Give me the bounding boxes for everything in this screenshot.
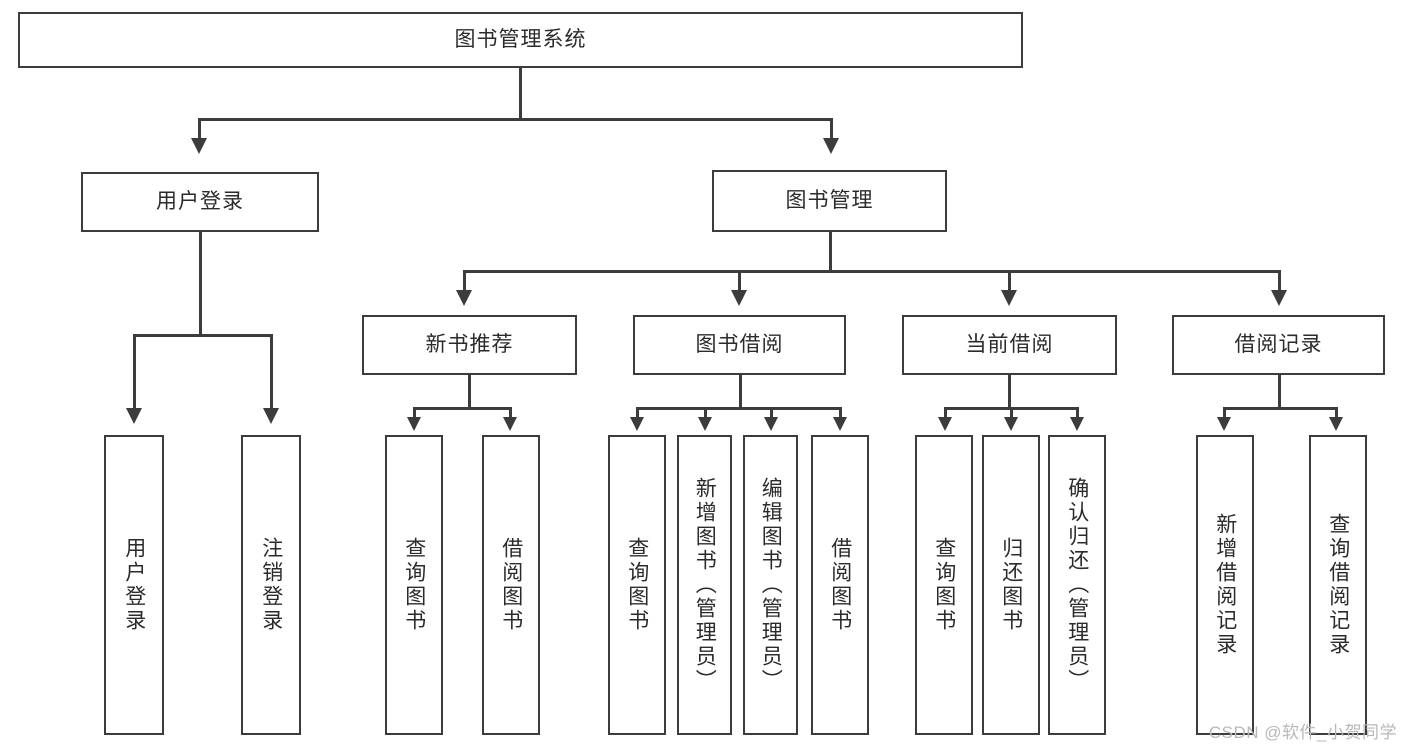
node-label: 查询图书	[402, 537, 426, 633]
leaf-nb-query-book[interactable]: 查询图书	[385, 435, 443, 735]
node-label: 新增借阅记录	[1213, 513, 1237, 657]
leaf-br-query-record[interactable]: 查询借阅记录	[1309, 435, 1367, 735]
node-label: 归还图书	[999, 537, 1023, 633]
leaf-nb-borrow-book[interactable]: 借阅图书	[482, 435, 540, 735]
node-label: 当前借阅	[965, 333, 1054, 357]
leaf-user-login[interactable]: 用户登录	[104, 435, 164, 735]
arrow-to-leaf-user-login	[126, 408, 142, 424]
node-root-book-management-system[interactable]: 图书管理系统	[18, 12, 1023, 68]
arrow-to-book-management	[823, 138, 839, 154]
node-label: 图书管理系统	[454, 28, 587, 52]
edge-bb-to-leaf-3	[770, 407, 773, 419]
arrow-to-book-borrow	[731, 290, 747, 306]
arrow-cb-query-book	[938, 417, 952, 431]
node-label: 用户登录	[122, 537, 146, 633]
leaf-cb-query-book[interactable]: 查询图书	[915, 435, 973, 735]
node-book-management[interactable]: 图书管理	[712, 170, 947, 232]
edge-current-borrow-stem	[1008, 375, 1011, 409]
node-label: 查询借阅记录	[1326, 513, 1350, 657]
node-label: 图书管理	[785, 189, 874, 213]
arrow-bb-borrow-book	[833, 417, 847, 431]
node-label: 用户登录	[156, 190, 244, 214]
node-label: 新书推荐	[425, 333, 514, 357]
edge-br-to-leaf-1	[1223, 407, 1226, 419]
leaf-bb-borrow-book[interactable]: 借阅图书	[811, 435, 869, 735]
edge-bb-to-leaf-1	[636, 407, 639, 419]
edge-new-book-stem	[468, 375, 471, 409]
edge-br-to-leaf-2	[1335, 407, 1338, 419]
node-label: 查询图书	[625, 537, 649, 633]
edge-cb-to-leaf-3	[1076, 407, 1079, 419]
leaf-bb-edit-book-admin[interactable]: 编辑图书（管理员）	[743, 435, 798, 735]
arrow-cb-confirm-return	[1070, 417, 1084, 431]
arrow-to-borrow-record	[1271, 290, 1287, 306]
edge-bm-to-borrow-record	[1278, 270, 1281, 292]
node-label: 图书借阅	[695, 333, 784, 357]
node-label: 借阅图书	[499, 537, 523, 633]
edge-nb-to-leaf-1	[413, 407, 416, 419]
node-borrow-record[interactable]: 借阅记录	[1172, 315, 1385, 375]
edge-user-login-to-leaf-2	[270, 334, 273, 410]
edge-root-bus	[198, 118, 832, 121]
node-book-borrow[interactable]: 图书借阅	[633, 315, 846, 375]
node-label: 查询图书	[932, 537, 956, 633]
arrow-br-add-record	[1217, 417, 1231, 431]
arrow-nb-query-book	[407, 417, 421, 431]
edge-cb-to-leaf-2	[1010, 407, 1013, 419]
edge-bb-to-leaf-2	[704, 407, 707, 419]
edge-root-to-book-management	[830, 118, 833, 140]
arrow-to-leaf-logout	[263, 408, 279, 424]
edge-bm-to-new-book	[463, 270, 466, 292]
edge-book-borrow-bus	[636, 407, 841, 410]
arrow-bb-edit-book	[764, 417, 778, 431]
edge-root-stem	[519, 68, 522, 120]
edge-user-login-bus	[133, 334, 272, 337]
edge-user-login-to-leaf-1	[133, 334, 136, 410]
arrow-nb-borrow-book	[503, 417, 517, 431]
arrow-bb-query-book	[630, 417, 644, 431]
edge-bb-to-leaf-4	[839, 407, 842, 419]
node-label: 注销登录	[259, 537, 283, 633]
edge-nb-to-leaf-2	[509, 407, 512, 419]
arrow-bb-add-book	[698, 417, 712, 431]
edge-bm-to-book-borrow	[738, 270, 741, 292]
edge-book-management-bus	[463, 270, 1281, 273]
leaf-bb-add-book-admin[interactable]: 新增图书（管理员）	[677, 435, 732, 735]
arrow-to-new-book-recommend	[456, 290, 472, 306]
leaf-logout[interactable]: 注销登录	[241, 435, 301, 735]
node-current-borrow[interactable]: 当前借阅	[902, 315, 1117, 375]
edge-new-book-bus	[413, 407, 511, 410]
edge-bm-to-current-borrow	[1008, 270, 1011, 292]
leaf-cb-return-book[interactable]: 归还图书	[982, 435, 1040, 735]
leaf-bb-query-book[interactable]: 查询图书	[608, 435, 666, 735]
csdn-watermark: CSDN @软件_小贺同学	[1208, 723, 1397, 742]
edge-cb-to-leaf-1	[944, 407, 947, 419]
node-new-book-recommend[interactable]: 新书推荐	[362, 315, 577, 375]
leaf-br-add-record[interactable]: 新增借阅记录	[1196, 435, 1254, 735]
node-label: 借阅图书	[828, 537, 852, 633]
node-label: 借阅记录	[1234, 333, 1323, 357]
edge-root-to-user-login	[198, 118, 201, 140]
leaf-cb-confirm-return-admin[interactable]: 确认归还（管理员）	[1048, 435, 1106, 735]
arrow-br-query-record	[1329, 417, 1343, 431]
arrow-cb-return-book	[1004, 417, 1018, 431]
arrow-to-user-login	[191, 138, 207, 154]
node-user-login[interactable]: 用户登录	[81, 172, 319, 232]
node-label: 编辑图书（管理员）	[759, 477, 783, 693]
node-label: 新增图书（管理员）	[693, 477, 717, 693]
edge-book-borrow-stem	[739, 375, 742, 409]
arrow-to-current-borrow	[1001, 290, 1017, 306]
edge-user-login-stem	[199, 232, 202, 336]
node-label: 确认归还（管理员）	[1065, 477, 1089, 693]
edge-borrow-record-bus	[1223, 407, 1337, 410]
edge-borrow-record-stem	[1278, 375, 1281, 409]
edge-book-management-stem	[829, 232, 832, 272]
